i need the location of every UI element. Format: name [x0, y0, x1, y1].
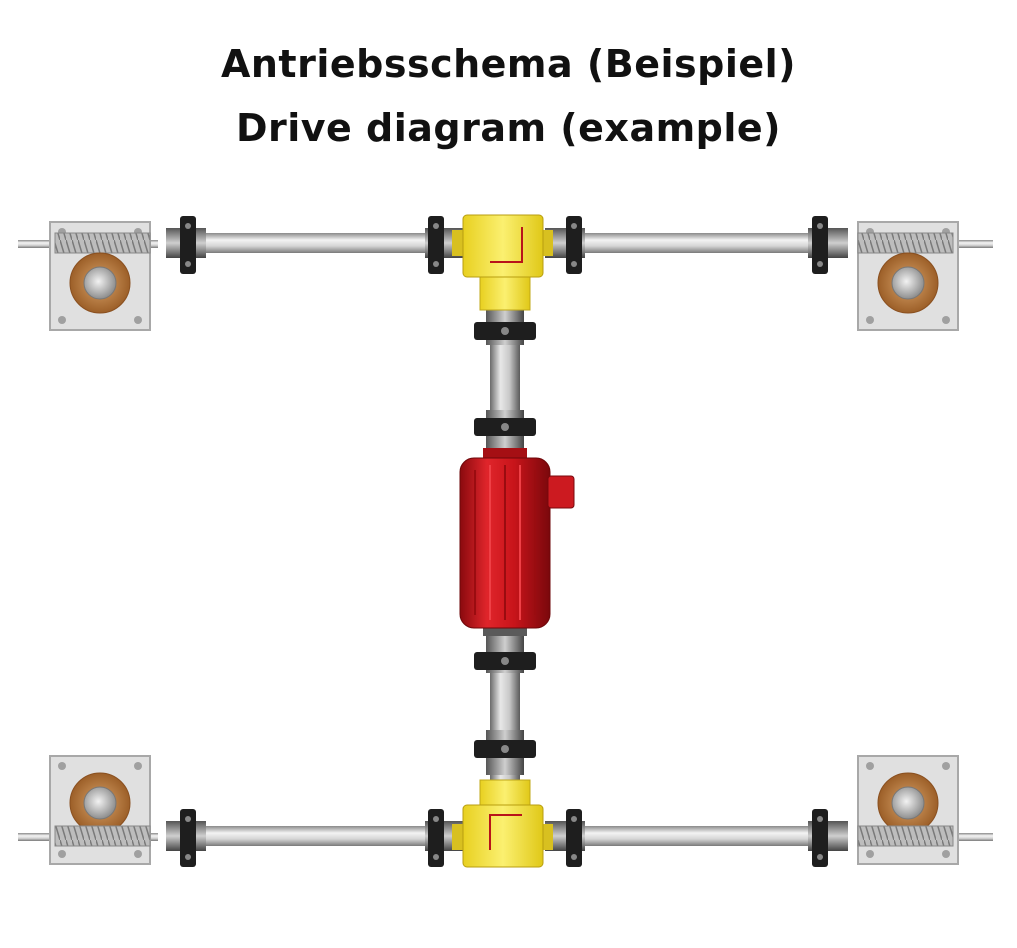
shaft-bottom-left [200, 826, 430, 846]
coupling-bottom-1 [166, 809, 206, 867]
shaft-bottom-right [585, 826, 815, 846]
electric-motor [459, 448, 575, 636]
coupling-vertical-4 [474, 730, 536, 775]
coupling-top-4 [808, 216, 848, 274]
diagram-title-english: Drive diagram (example) [235, 106, 782, 150]
screw-jack-bottom-right [857, 755, 959, 865]
screw-jack-top-left [49, 221, 151, 331]
screw-jack-top-right [857, 221, 959, 331]
bevel-gearbox-top [452, 214, 553, 311]
coupling-vertical-1 [474, 305, 536, 345]
coupling-top-1 [166, 216, 206, 274]
coupling-bottom-4 [808, 809, 848, 867]
shaft-top-right [585, 233, 815, 253]
bevel-gearbox-bottom [452, 779, 553, 868]
diagram-title-german: Antriebsschema (Beispiel) [220, 42, 797, 86]
shaft-top-left [200, 233, 430, 253]
screw-jack-bottom-left [49, 755, 151, 865]
